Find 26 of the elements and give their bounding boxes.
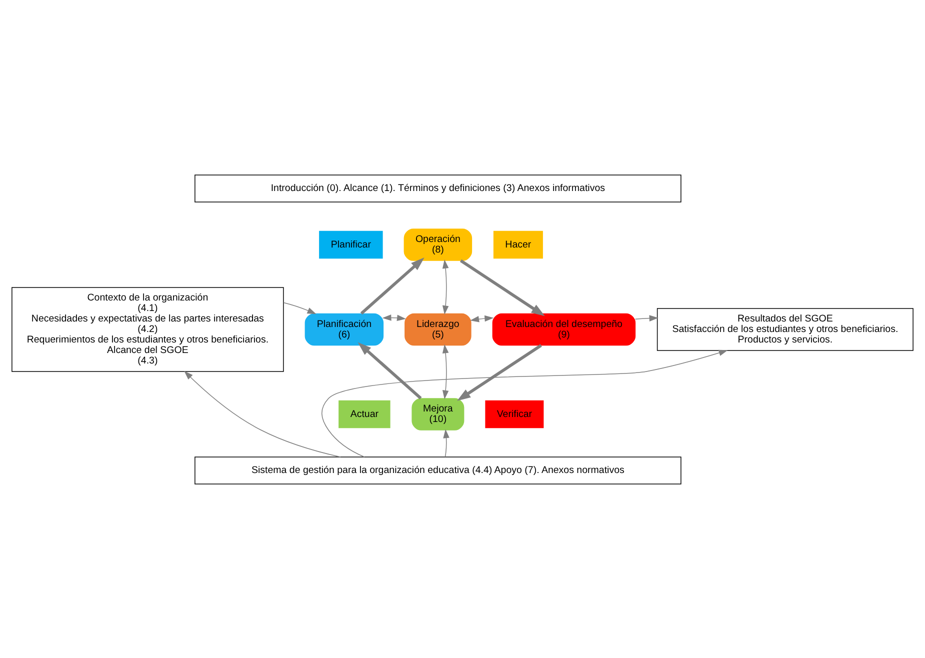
arrow <box>457 344 542 400</box>
arrow <box>634 314 658 321</box>
arrow <box>360 257 424 314</box>
arrow <box>443 428 450 457</box>
arrow <box>470 314 494 322</box>
node-box: Contexto de la organización (4.1) Necesidades y expectativas de las partes interesadas (4.2) Requerimientos de los estudiantes y otros beneficiarios. Alcance del SGOE (4.3) <box>12 286 284 372</box>
arrow <box>283 302 316 314</box>
node-box: Planificación (6) <box>304 312 384 346</box>
arrow <box>442 344 449 399</box>
node-box: Resultados del SGOE Satisfacción de los estudiantes y otros beneficiarios. Productos y servicios. <box>656 308 914 350</box>
node-box: Evaluación del desempeño (9) <box>492 312 636 346</box>
node-box: Introducción (0). Alcance (1). Términos y definiciones (3) Anexos informativos <box>194 174 682 202</box>
arrow <box>322 349 728 457</box>
arrow <box>442 258 449 314</box>
arrow <box>382 314 406 320</box>
arrow <box>358 342 422 399</box>
arrow <box>184 370 341 457</box>
node-box: Hacer <box>493 230 543 258</box>
node-box: Sistema de gestión para la organización educativa (4.4) Apoyo (7). Anexos normativos <box>194 456 682 484</box>
node-box: Actuar <box>338 400 390 428</box>
node-box: Planificar <box>319 230 383 258</box>
node-box: Liderazgo (5) <box>404 312 472 346</box>
arrow <box>460 258 545 316</box>
node-box: Mejora (10) <box>412 398 464 430</box>
node-box: Verificar <box>485 400 544 428</box>
node-box: Operación (8) <box>404 228 472 260</box>
